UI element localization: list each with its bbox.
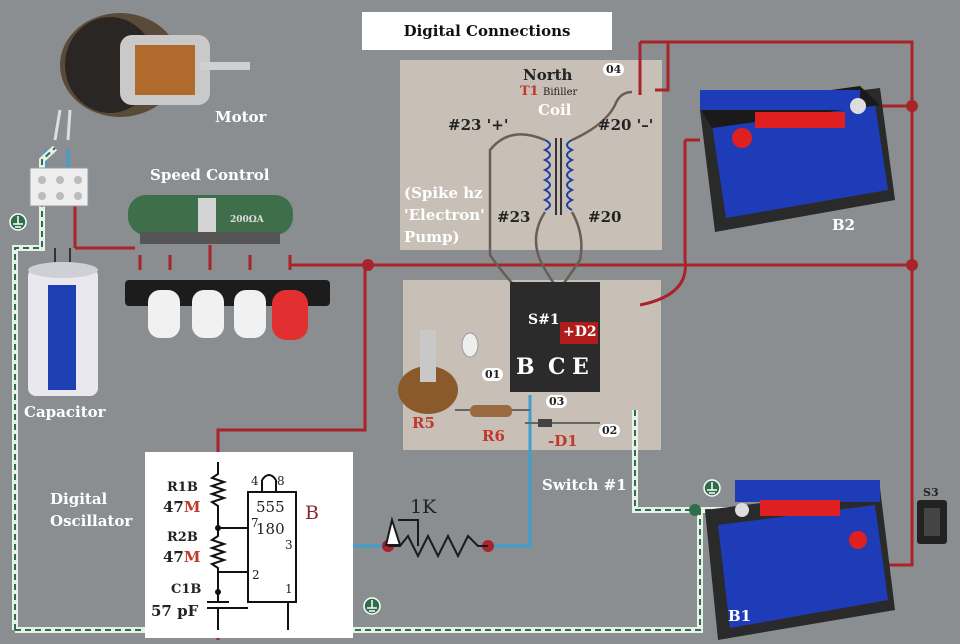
label-d2: +D2 bbox=[563, 324, 597, 340]
label-r6: R6 bbox=[482, 427, 505, 445]
label-spike-1: (Spike hz bbox=[404, 184, 483, 202]
label-1k: 1K bbox=[410, 496, 437, 518]
battery-b2-icon bbox=[700, 86, 895, 232]
label-collector: C bbox=[548, 354, 566, 380]
label-digital: Digital bbox=[50, 490, 108, 508]
label-coil-23-top: #23 '+' bbox=[448, 116, 509, 134]
capacitor-icon bbox=[28, 248, 98, 396]
label-pin1: 1 bbox=[285, 582, 293, 596]
label-pin2: 2 bbox=[252, 568, 260, 582]
label-coil-20-top: #20 '–' bbox=[598, 116, 654, 134]
label-speed-control: Speed Control bbox=[150, 166, 270, 184]
label-spike-2: 'Electron' bbox=[404, 206, 485, 224]
label-b1: B1 bbox=[728, 607, 752, 625]
label-r5: R5 bbox=[412, 414, 435, 432]
label-bifiller: Bifiller bbox=[543, 87, 578, 98]
label-rheostat-text: 200ΩA bbox=[230, 215, 264, 225]
oscillator-panel: R1B 47M R2B 47M C1B 57 pF 555 180 B 4 8 … bbox=[145, 452, 353, 638]
bifilar-coil-icon bbox=[542, 138, 575, 215]
label-c1b: C1B bbox=[171, 582, 202, 597]
label-pin4: 4 bbox=[251, 474, 259, 488]
badge-01: 01 bbox=[482, 368, 504, 381]
label-b2: B2 bbox=[832, 216, 856, 234]
label-switch1: Switch #1 bbox=[542, 476, 627, 494]
motor-icon bbox=[53, 13, 250, 141]
label-r1b-value: 47M bbox=[163, 498, 201, 516]
transistor-s1-icon bbox=[510, 282, 600, 392]
label-t1: T1 bbox=[520, 84, 539, 99]
label-s1: S#1 bbox=[528, 312, 560, 328]
label-r2b: R2B bbox=[167, 530, 198, 545]
label-emitter: E bbox=[572, 354, 589, 380]
label-spike-3: Pump) bbox=[404, 228, 460, 246]
wire-top-right bbox=[640, 40, 914, 567]
terminal-block-icon bbox=[29, 167, 89, 207]
coil-panel bbox=[400, 60, 662, 250]
diode-d1-icon bbox=[538, 419, 552, 427]
label-pin7: 7 bbox=[251, 516, 259, 530]
speed-switch-icon bbox=[125, 280, 330, 340]
label-r2b-value: 47M bbox=[163, 548, 201, 566]
badge-02: 02 bbox=[599, 424, 621, 437]
label-motor: Motor bbox=[215, 108, 267, 126]
rheostat-icon bbox=[128, 195, 293, 244]
badge-03: 03 bbox=[546, 395, 568, 408]
label-r1b: R1B bbox=[167, 480, 198, 495]
label-chip-b: B bbox=[305, 502, 319, 524]
label-pin3: 3 bbox=[285, 538, 293, 552]
diagram-title: Digital Connections bbox=[362, 12, 612, 50]
label-oscillator: Oscillator bbox=[50, 512, 133, 530]
potentiometer-1k-icon bbox=[384, 516, 488, 559]
switch-s3-icon bbox=[917, 500, 947, 544]
label-base: B bbox=[516, 354, 535, 380]
battery-b1-icon bbox=[705, 480, 895, 640]
label-capacitor: Capacitor bbox=[24, 403, 106, 421]
label-coil-20-bot: #20 bbox=[588, 208, 622, 226]
label-coil: Coil bbox=[538, 101, 572, 119]
oscillator-schematic bbox=[207, 462, 297, 630]
badge-04: 04 bbox=[603, 63, 625, 76]
label-s3: S3 bbox=[923, 486, 939, 499]
label-coil-23-bot: #23 bbox=[497, 208, 531, 226]
label-pin8: 8 bbox=[277, 474, 285, 488]
label-c1b-value: 57 pF bbox=[151, 602, 199, 620]
label-chip-180: 180 bbox=[256, 520, 285, 538]
potentiometer-r5-icon bbox=[398, 330, 479, 414]
label-d1: -D1 bbox=[548, 432, 578, 450]
label-north: North bbox=[523, 66, 573, 84]
resistor-r6-icon bbox=[470, 405, 512, 417]
label-chip-555: 555 bbox=[256, 498, 285, 516]
